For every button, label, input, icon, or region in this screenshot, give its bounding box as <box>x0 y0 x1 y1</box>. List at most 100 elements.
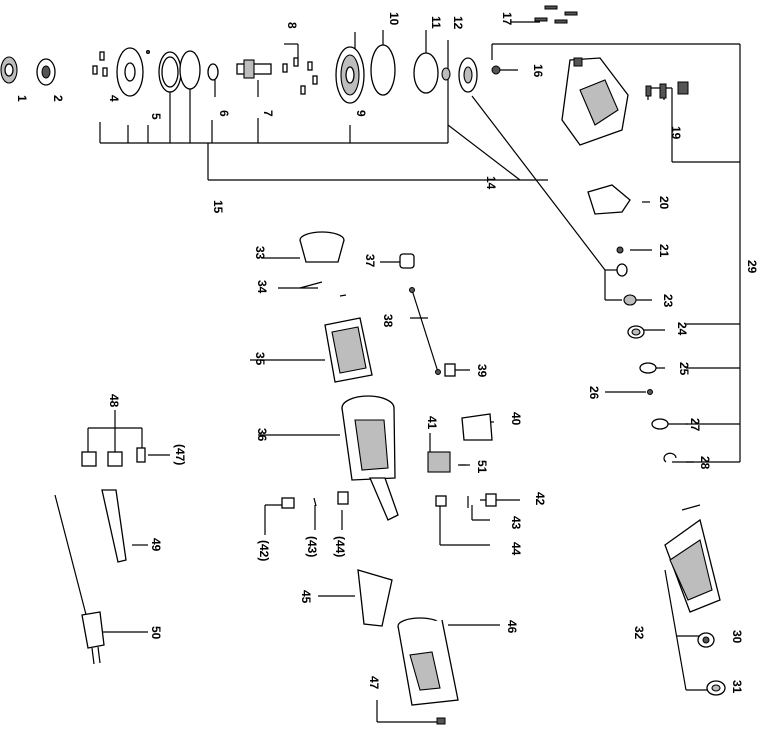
callout-2: 2 <box>51 95 65 102</box>
part-11-o-ring <box>413 52 439 94</box>
callout-16: 16 <box>531 64 545 78</box>
part-8-screws <box>282 57 318 95</box>
part-50-power-cord <box>54 494 105 665</box>
callout-31: 31 <box>730 680 744 694</box>
callout-labels: 1 2 4 5 6 7 8 9 10 11 12 14 15 16 17 19 … <box>15 12 759 694</box>
callout-43: 43 <box>509 516 523 530</box>
part-48-cable-clamp <box>81 447 146 467</box>
callout-47: 47 <box>367 676 381 690</box>
part-1-flange-nut <box>0 56 18 84</box>
part-10-o-ring <box>370 44 396 96</box>
part-46-rear-housing <box>397 617 459 706</box>
callout-1: 1 <box>15 95 29 102</box>
callout-48: 48 <box>107 394 121 408</box>
part-45-switch-assembly <box>357 569 393 627</box>
callout-17: 17 <box>500 12 514 26</box>
callout-45: 45 <box>299 590 313 604</box>
callout-42-alt: (42) <box>257 540 271 561</box>
callout-28: 28 <box>698 456 712 470</box>
part-42b-brush <box>281 497 295 509</box>
callout-51: 51 <box>475 460 489 474</box>
callout-46: 46 <box>505 620 519 634</box>
part-6-rings <box>158 50 219 93</box>
part-44-holder <box>435 495 447 507</box>
callout-43-alt: (43) <box>305 536 319 557</box>
part-4-screws <box>92 51 108 77</box>
part-38-wire <box>409 287 441 375</box>
part-7-spindle <box>236 59 272 79</box>
callout-6: 6 <box>217 110 231 117</box>
part-27-washer <box>651 418 669 430</box>
part-30-bearing <box>697 632 715 648</box>
callout-44: 44 <box>509 542 523 556</box>
callout-26: 26 <box>587 386 601 400</box>
part-39-screw <box>444 363 456 377</box>
part-21-pin <box>616 246 624 254</box>
part-36-motor-housing <box>341 395 399 521</box>
callout-44-alt: (44) <box>333 536 347 557</box>
callout-50: 50 <box>149 626 163 640</box>
callout-9: 9 <box>354 110 368 117</box>
part-44b-holder <box>337 491 349 505</box>
part-gear-housing <box>561 57 629 146</box>
part-37-brush-holder <box>399 253 415 269</box>
part-32-armature <box>664 504 721 613</box>
part-35-field <box>324 317 373 383</box>
part-23-bearings <box>616 263 637 306</box>
callout-30: 30 <box>730 630 744 644</box>
part-20-spindle-lock <box>587 184 631 215</box>
callout-36: 36 <box>255 428 269 442</box>
callout-14: 14 <box>484 176 498 190</box>
part-16-screw <box>491 65 501 75</box>
callout-10: 10 <box>387 12 401 26</box>
part-34-screw <box>299 281 347 297</box>
callout-7: 7 <box>261 110 275 117</box>
callout-25: 25 <box>677 362 691 376</box>
part-24-bearing <box>627 325 645 339</box>
part-28-retaining-ring <box>663 452 677 463</box>
callout-39: 39 <box>475 364 489 378</box>
part-12-bushing <box>441 67 451 81</box>
callout-34: 34 <box>255 280 269 294</box>
part-14-bearing <box>458 57 478 93</box>
part-47-screw <box>436 717 446 725</box>
callout-11: 11 <box>429 16 443 29</box>
callout-35: 35 <box>253 352 267 366</box>
callout-42: 42 <box>533 492 547 506</box>
part-41-switch <box>427 451 451 473</box>
callout-20: 20 <box>657 196 671 210</box>
callout-15: 15 <box>211 200 225 214</box>
callout-8: 8 <box>285 22 299 29</box>
callout-40: 40 <box>509 412 523 426</box>
part-42-brush <box>485 493 497 507</box>
part-2-flange <box>36 58 56 86</box>
callout-5: 5 <box>149 113 163 120</box>
callout-47-alt: (47) <box>173 444 187 465</box>
part-40-switch-cover <box>461 413 493 441</box>
callout-23: 23 <box>661 294 675 308</box>
part-31-bearing <box>706 680 726 696</box>
part-26-pin <box>647 389 653 395</box>
part-9-gear <box>335 46 365 104</box>
part-49-cord-guard <box>101 489 127 563</box>
callout-37: 37 <box>363 254 377 268</box>
callout-38: 38 <box>381 314 395 328</box>
callout-19: 19 <box>669 126 683 140</box>
part-25-washer <box>639 362 657 374</box>
part-43b-spring <box>313 497 317 507</box>
callout-12: 12 <box>451 16 465 30</box>
callout-24: 24 <box>675 322 689 336</box>
callout-32: 32 <box>632 626 646 640</box>
part-17-screws <box>534 5 578 24</box>
parts <box>0 5 726 725</box>
part-19-lock-parts <box>645 81 689 99</box>
callout-21: 21 <box>657 244 671 258</box>
callout-27: 27 <box>688 418 702 432</box>
part-5-guard-plate <box>116 47 150 97</box>
callout-4: 4 <box>107 95 121 102</box>
callout-29: 29 <box>745 260 759 274</box>
part-33-baffle <box>299 231 345 263</box>
callout-49: 49 <box>149 538 163 552</box>
